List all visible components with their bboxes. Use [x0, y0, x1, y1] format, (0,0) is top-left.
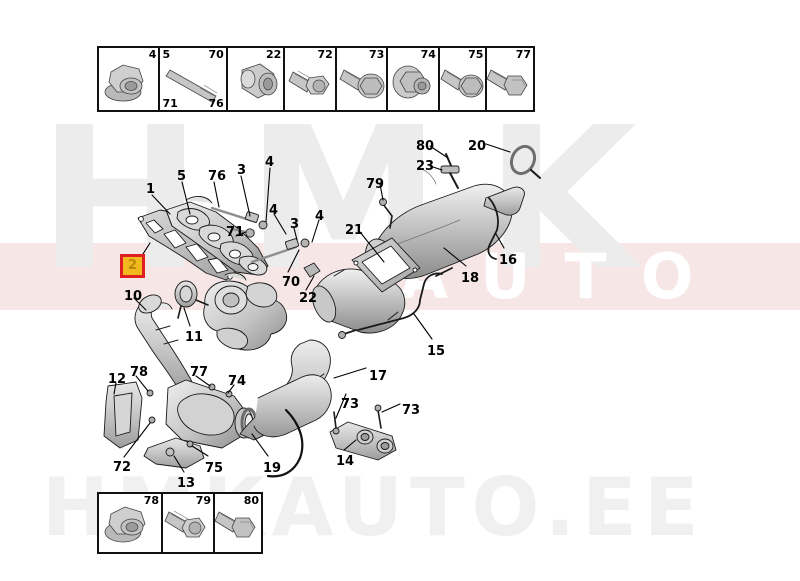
part-cell-73[interactable]: 73 [337, 48, 389, 110]
part-number: 4 [148, 48, 157, 61]
callout-12[interactable]: 12 [108, 372, 127, 387]
hex-bolt-icon [215, 511, 256, 538]
callout-1[interactable]: 1 [146, 182, 156, 197]
callout-23[interactable]: 23 [416, 159, 435, 174]
leader-lines [113, 143, 511, 473]
part-number: 78 [143, 494, 159, 507]
part-number: 70 [208, 48, 224, 61]
part-cell-80[interactable]: 80 [215, 494, 261, 552]
callout-16[interactable]: 16 [499, 253, 518, 268]
part-number: 71 [162, 97, 178, 110]
manifold-fasteners [210, 206, 310, 264]
callout-4[interactable]: 4 [269, 203, 279, 218]
callout-79[interactable]: 79 [366, 177, 385, 192]
highlighted-callout-2[interactable]: 2 [120, 254, 146, 278]
flange-bolt-icon [164, 510, 206, 538]
part-number: 75 [468, 48, 484, 61]
part-cell-75[interactable]: 75 [440, 48, 488, 110]
callout-73[interactable]: 73 [402, 403, 421, 418]
part-number: 73 [369, 48, 385, 61]
part-cell-5-70-71-76[interactable]: 5 70 71 76 [160, 48, 228, 110]
callout-77[interactable]: 77 [190, 365, 209, 380]
callout-76[interactable]: 76 [208, 169, 227, 184]
callout-18[interactable]: 18 [461, 271, 480, 286]
callout-20[interactable]: 20 [468, 139, 487, 154]
part-cell-72[interactable]: 72 [285, 48, 337, 110]
flange-bolt-icon [440, 69, 484, 98]
callout-5[interactable]: 5 [177, 169, 187, 184]
callout-14[interactable]: 14 [336, 454, 355, 469]
long-stud-icon [165, 69, 218, 103]
callout-70[interactable]: 70 [282, 275, 301, 290]
callout-75[interactable]: 75 [205, 461, 224, 476]
manifold-gasket-part [137, 209, 237, 281]
part-cell-77[interactable]: 77 [487, 48, 533, 110]
callout-15[interactable]: 15 [427, 344, 446, 359]
bottom-parts-strip: 78 79 80 [97, 492, 263, 554]
part-number: 22 [265, 48, 282, 61]
callout-4[interactable]: 4 [265, 155, 275, 170]
exhaust-manifold-part [165, 196, 269, 276]
sensor-tube-part [338, 267, 453, 339]
sleeve-nut-icon [240, 63, 278, 99]
callout-3[interactable]: 3 [290, 217, 300, 232]
flange-bolt-icon [288, 70, 330, 95]
part-number: 76 [208, 97, 224, 110]
downpipe-part [134, 294, 201, 399]
callout-71[interactable]: 71 [226, 225, 245, 240]
callout-19[interactable]: 19 [263, 461, 282, 476]
collar-bolt-icon [392, 65, 431, 99]
rear-pipe-part [253, 374, 332, 478]
callout-73[interactable]: 73 [341, 397, 360, 412]
part-number: 72 [317, 48, 333, 61]
callout-80[interactable]: 80 [416, 139, 435, 154]
callout-74[interactable]: 74 [228, 374, 247, 389]
part-cell-22[interactable]: 22 [228, 48, 286, 110]
part-number: 77 [515, 48, 531, 61]
catalytic-converter-part [103, 379, 258, 469]
flange-nut-icon [104, 64, 144, 102]
callout-21[interactable]: 21 [345, 223, 364, 238]
dpf-flange-gasket-part [351, 237, 421, 293]
flange-bolt-icon [339, 69, 385, 99]
top-parts-strip: 4 5 70 71 76 22 [97, 46, 535, 112]
turbocharger-part [174, 272, 288, 351]
callout-4[interactable]: 4 [315, 209, 325, 224]
mount-bracket-part [329, 404, 397, 461]
flange-nut-icon [104, 506, 146, 543]
callout-10[interactable]: 10 [124, 289, 143, 304]
part-cell-79[interactable]: 79 [163, 494, 215, 552]
callout-17[interactable]: 17 [369, 369, 388, 384]
callout-22[interactable]: 22 [299, 291, 318, 306]
part-cell-4[interactable]: 4 [99, 48, 161, 110]
callout-11[interactable]: 11 [185, 330, 204, 345]
callout-3[interactable]: 3 [237, 163, 247, 178]
part-number: 79 [195, 494, 211, 507]
callout-78[interactable]: 78 [130, 365, 149, 380]
part-number: 74 [420, 48, 436, 61]
callout-13[interactable]: 13 [177, 476, 196, 491]
hex-bolt-icon [487, 69, 528, 96]
callout-72[interactable]: 72 [113, 460, 132, 475]
part-cell-74[interactable]: 74 [388, 48, 440, 110]
part-number: 5 [162, 48, 171, 61]
part-number: 80 [243, 494, 259, 507]
part-cell-78[interactable]: 78 [99, 494, 163, 552]
